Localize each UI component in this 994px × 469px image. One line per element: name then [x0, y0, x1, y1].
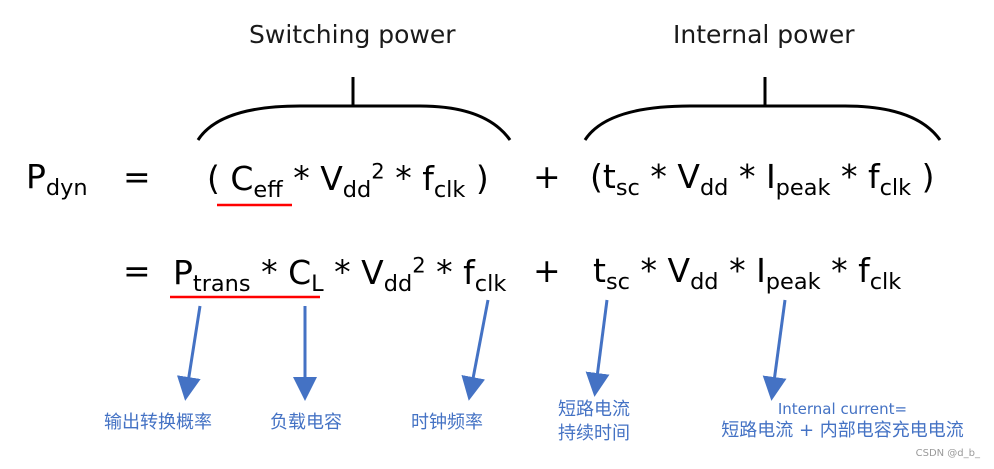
- heading-internal-power: Internal power: [673, 20, 855, 49]
- arrow-tsc: [585, 299, 610, 397]
- annotation-ipeak-line2: 短路电流 + 内部电容充电电流: [721, 420, 964, 442]
- right-brace: [583, 104, 942, 141]
- annotation-tsc: 短路电流 持续时间: [558, 398, 630, 447]
- arrow-fclk: [461, 299, 490, 401]
- ptrans-symbol: Ptrans: [173, 252, 251, 297]
- arrow-ptrans: [177, 305, 202, 401]
- tsc-symbol: tsc: [593, 251, 630, 296]
- cl-symbol: CL: [288, 252, 324, 297]
- switching-term-expanded: Ptrans * CL * Vdd2 * fclk: [173, 252, 507, 297]
- equals-sign-2: =: [123, 251, 151, 290]
- internal-term-expanded: tsc * Vdd * Ipeak * fclk: [593, 251, 902, 296]
- switching-term: ( Ceff * Vdd2 * fclk ): [207, 158, 489, 203]
- annotation-tsc-line2: 持续时间: [558, 423, 630, 445]
- vdd-squared-symbol: Vdd2: [361, 252, 426, 297]
- plus-sign-1: +: [533, 157, 561, 196]
- pdyn-symbol: Pdyn: [26, 157, 88, 202]
- ipeak-symbol: Ipeak: [765, 157, 831, 202]
- annotation-ipeak-line1: Internal current=: [777, 400, 908, 418]
- vdd-symbol: Vdd: [677, 157, 729, 202]
- plus-sign-2: +: [533, 251, 561, 290]
- equals-sign-1: =: [123, 157, 151, 196]
- watermark: CSDN @d_b_: [915, 448, 980, 459]
- annotation-ptrans: 输出转换概率: [104, 412, 212, 433]
- internal-term: (tsc * Vdd * Ipeak * fclk ): [590, 157, 935, 202]
- left-brace: [196, 104, 512, 141]
- annotation-fclk: 时钟频率: [411, 412, 483, 433]
- fclk-symbol: fclk: [867, 157, 912, 202]
- fclk-symbol: fclk: [858, 251, 902, 296]
- annotation-ipeak: Internal current= 短路电流 + 内部电容充电电流: [700, 399, 985, 444]
- annotation-cl: 负载电容: [270, 412, 342, 433]
- arrow-ipeak: [762, 299, 787, 401]
- fclk-symbol: fclk: [422, 158, 466, 203]
- ceff-symbol: Ceff: [230, 158, 283, 203]
- vdd-squared-symbol: Vdd2: [320, 158, 385, 203]
- vdd-symbol: Vdd: [667, 251, 719, 296]
- heading-switching-power: Switching power: [249, 20, 456, 49]
- ipeak-symbol: Ipeak: [756, 251, 821, 296]
- tsc-symbol: tsc: [602, 157, 640, 202]
- fclk-symbol: fclk: [463, 252, 507, 297]
- annotation-tsc-line1: 短路电流: [558, 399, 630, 420]
